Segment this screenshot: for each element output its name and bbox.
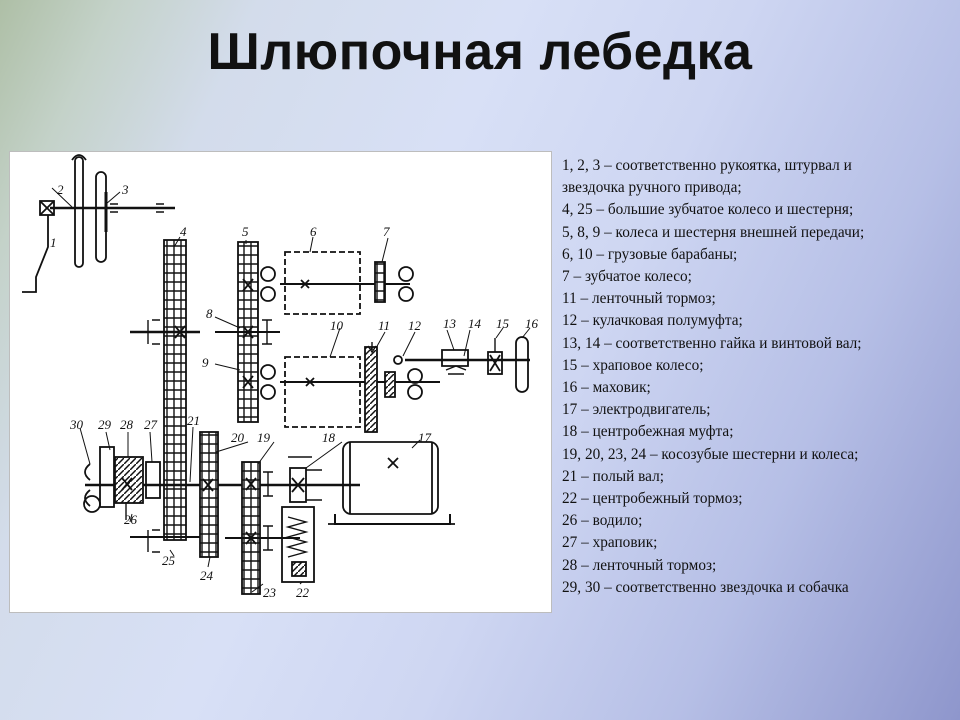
legend-line: 28 – ленточный тормоз; xyxy=(562,556,717,574)
callout-5: 5 xyxy=(242,224,249,239)
legend-line: 17 – электродвигатель; xyxy=(562,401,711,419)
callout-10: 10 xyxy=(330,318,344,333)
legend-line: звездочка ручного привода; xyxy=(562,179,742,197)
callout-6: 6 xyxy=(310,224,317,239)
diagram-drawing: 1 2 3 4 5 6 7 8 9 10 11 12 13 14 15 16 1… xyxy=(22,154,539,600)
callout-20: 20 xyxy=(231,430,245,445)
legend-line: 18 – центробежная муфта; xyxy=(562,423,734,441)
callout-23: 23 xyxy=(263,585,277,600)
callout-1: 1 xyxy=(50,235,57,250)
slide-title: Шлюпочная лебедка xyxy=(207,23,753,81)
legend-line: 15 – храповое колесо; xyxy=(562,356,704,374)
legend-line: 22 – центробежный тормоз; xyxy=(562,490,743,508)
legend-line: 16 – маховик; xyxy=(562,379,651,397)
callout-11: 11 xyxy=(378,318,390,333)
callout-26: 26 xyxy=(124,512,138,527)
callout-28: 28 xyxy=(120,417,134,432)
callout-15: 15 xyxy=(496,316,510,331)
legend-line: 1, 2, 3 – соответственно рукоятка, штурв… xyxy=(562,157,852,174)
legend-line: 5, 8, 9 – колеса и шестерня внешней пере… xyxy=(562,223,865,241)
legend-line: 12 – кулачковая полумуфта; xyxy=(562,312,743,330)
callout-24: 24 xyxy=(200,568,214,583)
winch-kinematic-diagram: 1 2 3 4 5 6 7 8 9 10 11 12 13 14 15 16 1… xyxy=(9,151,552,613)
callout-9: 9 xyxy=(202,355,209,370)
callout-30: 30 xyxy=(69,417,84,432)
callout-7: 7 xyxy=(383,224,390,239)
callout-16: 16 xyxy=(525,316,539,331)
diagram-linework xyxy=(22,154,531,595)
callout-13: 13 xyxy=(443,316,457,331)
callout-8: 8 xyxy=(206,306,213,321)
legend-line: 21 – полый вал; xyxy=(562,467,664,485)
callout-25: 25 xyxy=(162,553,176,568)
legend-line: 7 – зубчатое колесо; xyxy=(562,268,692,286)
legend-line: 13, 14 – соответственно гайка и винтовой… xyxy=(562,334,862,352)
callout-22: 22 xyxy=(296,585,310,600)
legend-line: 4, 25 – большие зубчатое колесо и шестер… xyxy=(562,201,854,219)
callout-18: 18 xyxy=(322,430,336,445)
callout-14: 14 xyxy=(468,316,482,331)
legend-line: 27 – храповик; xyxy=(562,534,658,552)
callout-17: 17 xyxy=(418,430,432,445)
legend-line: 6, 10 – грузовые барабаны; xyxy=(562,245,738,263)
callout-19: 19 xyxy=(257,430,271,445)
callout-29: 29 xyxy=(98,417,112,432)
legend-line: 19, 20, 23, 24 – косозубые шестерни и ко… xyxy=(562,445,859,463)
diagram-callout-labels: 1 2 3 4 5 6 7 8 9 10 11 12 13 14 15 16 1… xyxy=(50,182,539,600)
legend-line: 26 – водило; xyxy=(562,512,643,530)
callout-4: 4 xyxy=(180,224,187,239)
callout-2: 2 xyxy=(57,182,64,197)
callout-21: 21 xyxy=(187,413,200,428)
legend-line: 11 – ленточный тормоз; xyxy=(562,290,716,308)
callout-12: 12 xyxy=(408,318,422,333)
callout-27: 27 xyxy=(144,417,158,432)
callout-3: 3 xyxy=(121,182,129,197)
legend-list: 1, 2, 3 – соответственно рукоятка, штурв… xyxy=(562,155,952,599)
legend-line: 29, 30 – соответственно звездочка и соба… xyxy=(562,578,849,596)
